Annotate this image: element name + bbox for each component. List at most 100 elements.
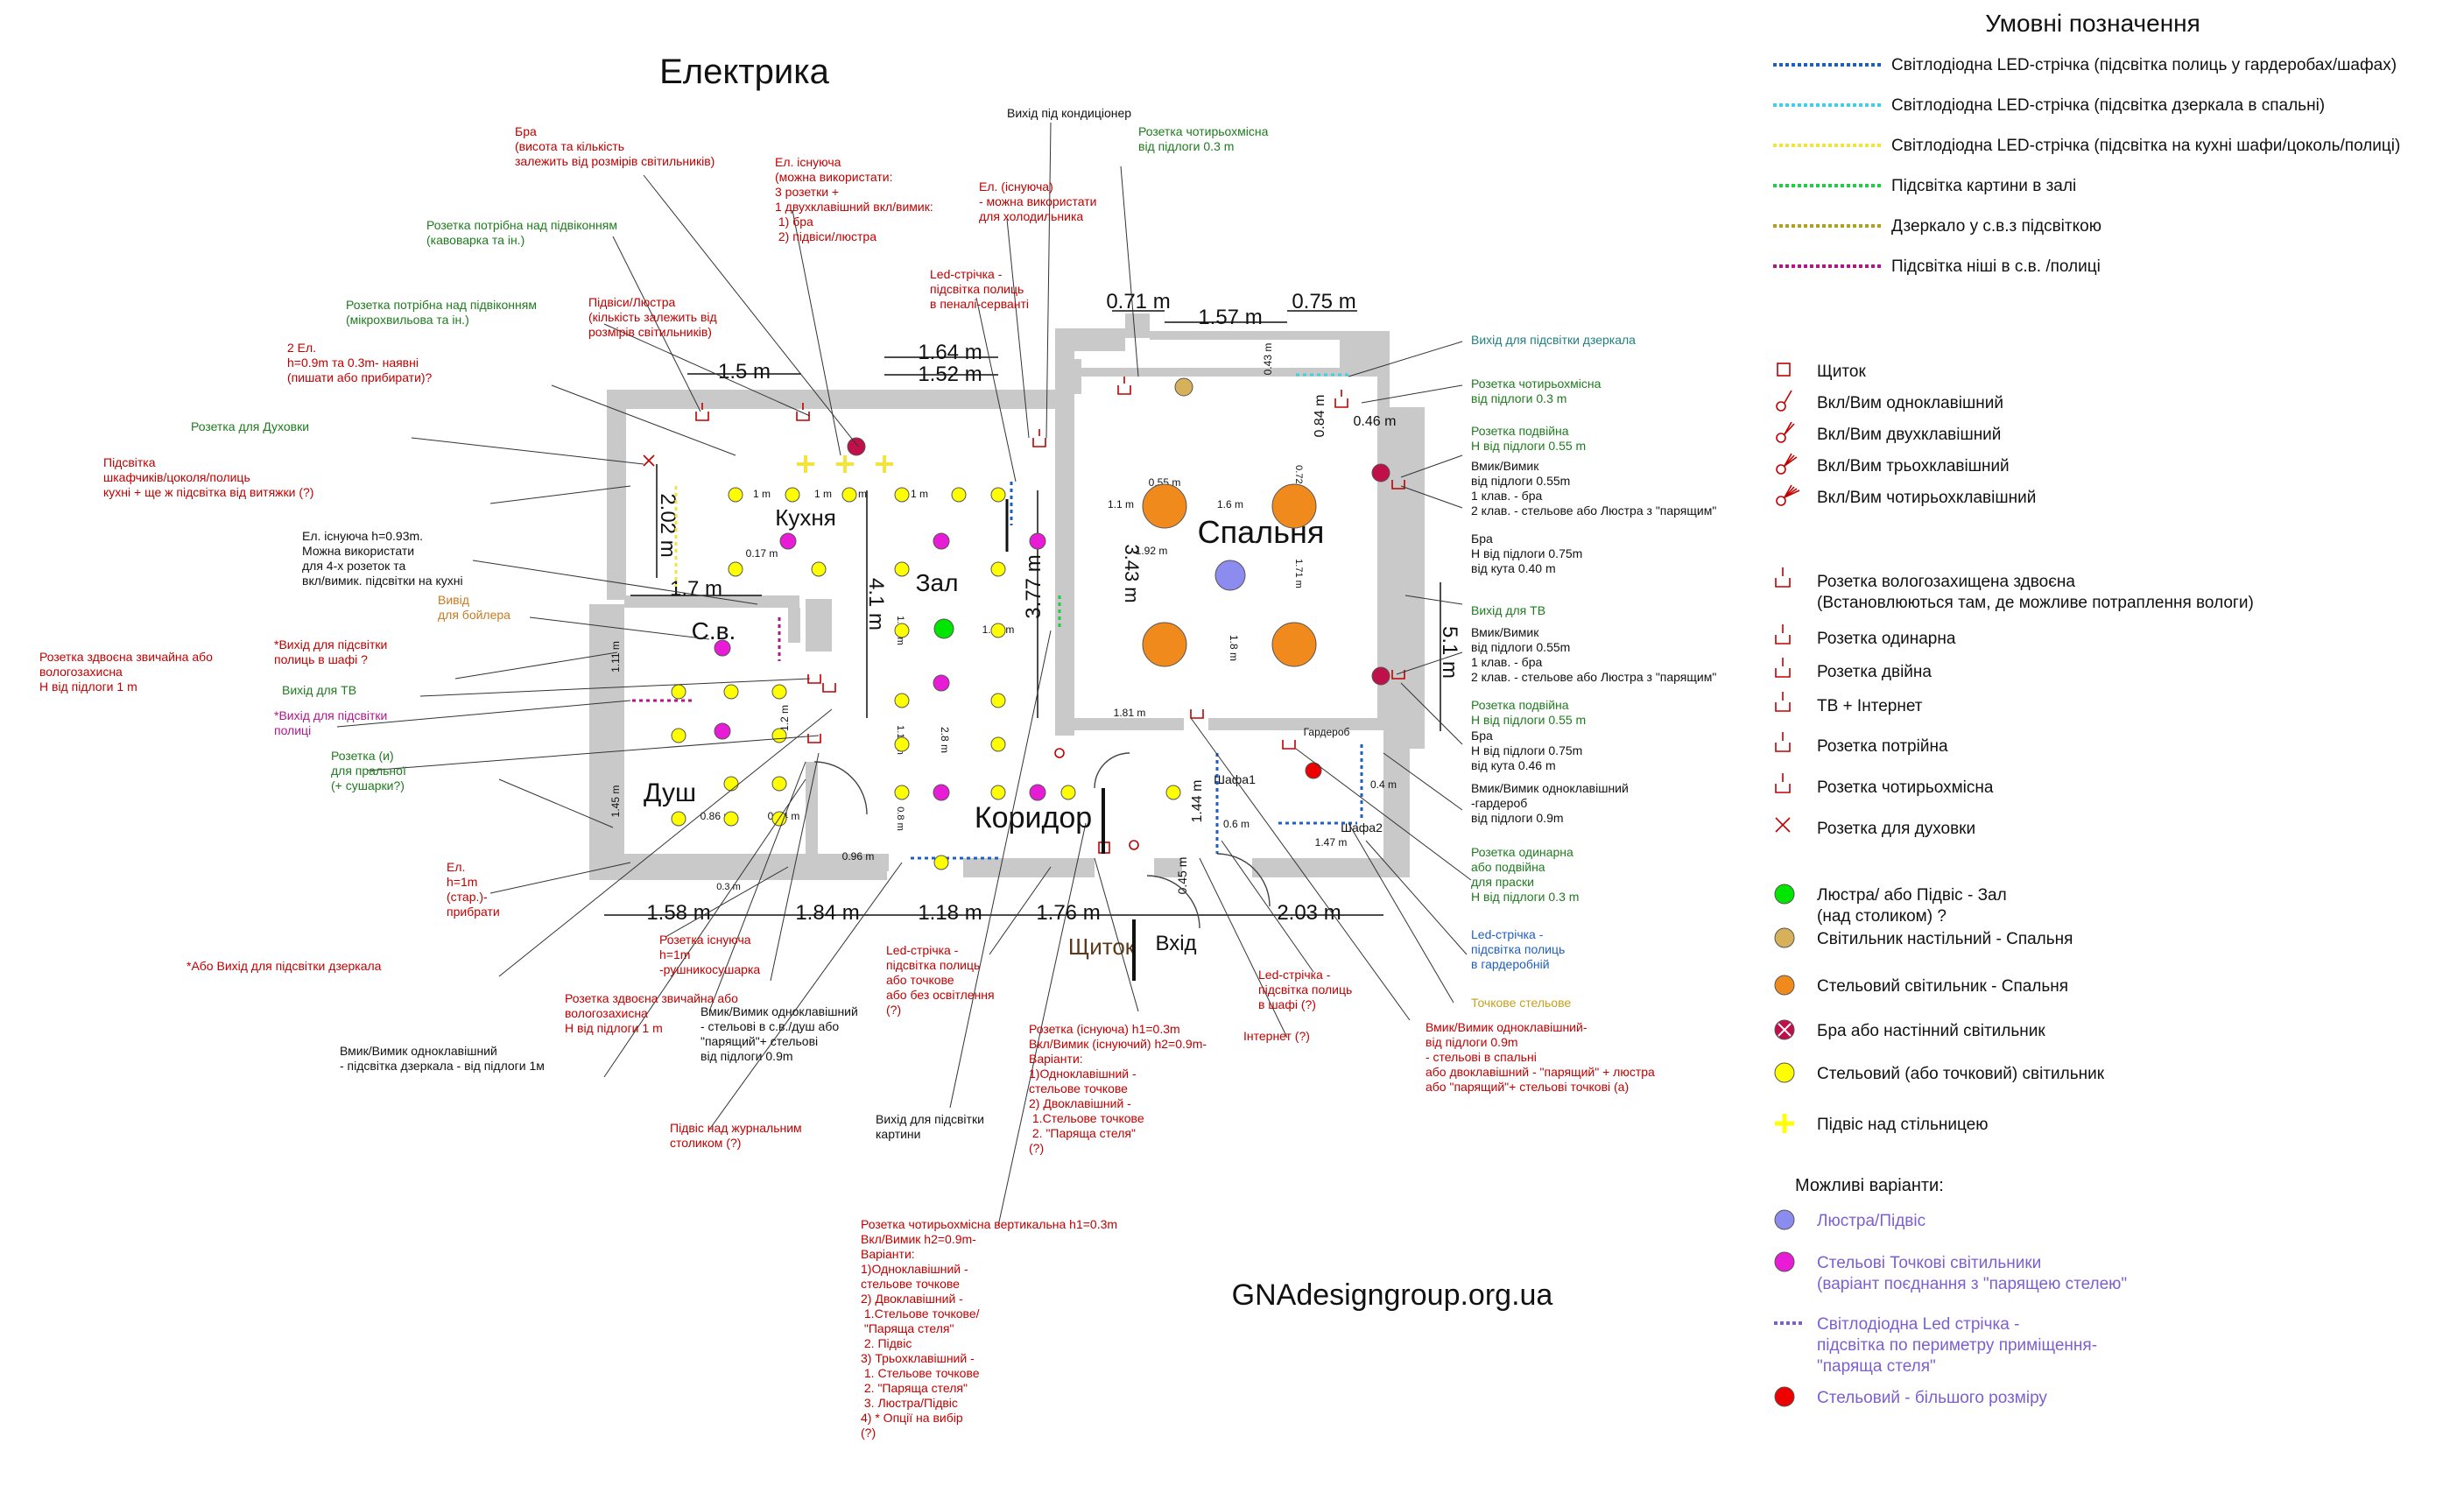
legend-outlet-label: Розетка потрійна [1817, 737, 1948, 756]
callout-el-existing: Ел. існуюча(можна використати:3 розетки … [775, 155, 933, 243]
legend-lamp-label: Підвіс над стільницею [1817, 1116, 1988, 1134]
room-kitchen: Кухня [775, 504, 836, 531]
dim-0-43: 0.43 m [1262, 343, 1274, 376]
legend-title: Умовні позначення [1985, 10, 2200, 37]
dim-1-1: 1.1 m [1108, 498, 1134, 511]
legend-lamp-swatch [1774, 1386, 1795, 1407]
room-dressing: Гардероб [1304, 726, 1350, 738]
legend-switch-label: Щиток [1817, 363, 1866, 381]
outlet-icon [1117, 377, 1131, 395]
ceiling-spot [728, 487, 743, 503]
dim-1-64: 1.64 m [918, 341, 982, 364]
legend-lamp-swatch [1774, 1019, 1795, 1040]
dim-3-77: 3.77 m [1022, 554, 1045, 618]
legend-variant-label: Світлодіодна Led стрічка -підсвітка по п… [1817, 1315, 2097, 1376]
legend-lamp-swatch [1774, 927, 1795, 948]
room-entrance: Вхід [1155, 932, 1196, 955]
room-wc: С.в. [692, 617, 736, 644]
legend-lamp-label: Стельовий (або точковий) світильник [1817, 1065, 2105, 1083]
room-corridor: Коридор [975, 801, 1092, 835]
ceiling-spot [723, 811, 739, 827]
outlet-icon [1334, 390, 1348, 408]
legend-lamp-label: Люстра/ або Підвіс - Зал(над столиком) ? [1817, 886, 2007, 926]
dim-1-57: 1.57 m [1198, 306, 1262, 329]
callout-switch-wc: Вмик/Вимик одноклавішний- стельові в с.в… [700, 1004, 858, 1063]
legend-lamp-label: Стельовий світильник - Спальня [1817, 977, 2068, 996]
legend-lamp-swatch [1774, 975, 1795, 996]
bedroom-ceiling-lamp [1142, 622, 1187, 667]
hall-chandelier [933, 618, 954, 639]
magenta-spot [1029, 532, 1046, 550]
ceiling-spot [771, 776, 787, 792]
switch-3-icon [1776, 453, 1798, 475]
ceiling-spot [990, 487, 1006, 503]
ceiling-spot [841, 487, 857, 503]
ceiling-spot [933, 855, 949, 870]
outlet-quad-icon [1775, 773, 1791, 793]
dim-0-4: 0.4 m [1370, 778, 1397, 791]
switch-4-icon [1776, 484, 1800, 506]
legend-line-label: Підсвітка картини в залі [1891, 177, 2076, 195]
legend-switch-label: Вкл/Вим трьохклавішний [1817, 457, 2010, 475]
callout-tv-out-right: Вихід для ТВ [1471, 603, 1545, 617]
website-label: GNAdesigngroup.org.ua [1232, 1278, 1553, 1312]
ceiling-spot [894, 623, 910, 638]
dim-1-6: 1.6 m [1217, 498, 1243, 511]
legend-line-label: Світлодіодна LED-стрічка (підсвітка на к… [1891, 137, 2400, 155]
outlet-moist-icon [1775, 567, 1791, 588]
bedroom-chandelier [1214, 560, 1246, 591]
dim-0-3: 0.3 m [716, 882, 741, 892]
dim-1-47: 1.47 m [1315, 836, 1348, 849]
bra-lamp [1371, 463, 1390, 482]
outlet-icon [1190, 709, 1204, 719]
bra-lamp [1371, 666, 1390, 686]
outlet-icon [1282, 740, 1296, 750]
dim-1-81: 1.81 m [1114, 707, 1146, 719]
ceiling-spot [723, 684, 739, 700]
magenta-spot [714, 722, 731, 740]
ceiling-spot [1165, 785, 1181, 800]
legend-outlets: Розетка вологозахищена здвоєна(Встановлю… [1775, 567, 2254, 838]
magenta-spot [1029, 784, 1046, 801]
outlet-icon [1391, 480, 1405, 489]
ceiling-spot [1060, 785, 1076, 800]
outlet-icon [695, 403, 709, 421]
callout-outlet-sill-micro: Розетка потрібна над підвіконням(мікрохв… [346, 298, 537, 327]
bedroom-ceiling-lamp [1271, 622, 1317, 667]
dim-5-1: 5.1 m [1438, 626, 1461, 679]
callout-outlet-sill-coffee: Розетка потрібна над підвіконням(кавовар… [426, 218, 617, 247]
magenta-spot [779, 532, 797, 550]
dim-0-45: 0.45 m [1175, 857, 1189, 895]
legend-lamp-swatch [1774, 1209, 1795, 1230]
ceiling-spot [785, 487, 800, 503]
plan-lamps [671, 377, 1390, 870]
dim-1m-b: 1 m [814, 488, 832, 500]
legend-lamp-swatch [1775, 1114, 1794, 1133]
ceiling-spot [771, 728, 787, 743]
outlet-icon [1032, 429, 1046, 447]
legend-lamp-swatch [1774, 884, 1795, 905]
dim-1-5: 1.5 m [718, 360, 771, 384]
legend-lamp-label: Світильник настільний - Спальня [1817, 930, 2073, 948]
outlet-oven-icon [1775, 817, 1791, 833]
callout-ac-outlet: Вихід під кондиціонер [1007, 106, 1131, 120]
ceiling-spot [990, 623, 1006, 638]
room-wardrobe1: Шафа1 [1214, 772, 1256, 786]
dim-0-17: 0.17 m [746, 547, 778, 560]
dim-1-7: 1.7 m [670, 577, 722, 601]
ceiling-spot [990, 736, 1006, 752]
dim-1-11: 1.11 m [609, 641, 622, 673]
bra-lamp [847, 437, 866, 456]
